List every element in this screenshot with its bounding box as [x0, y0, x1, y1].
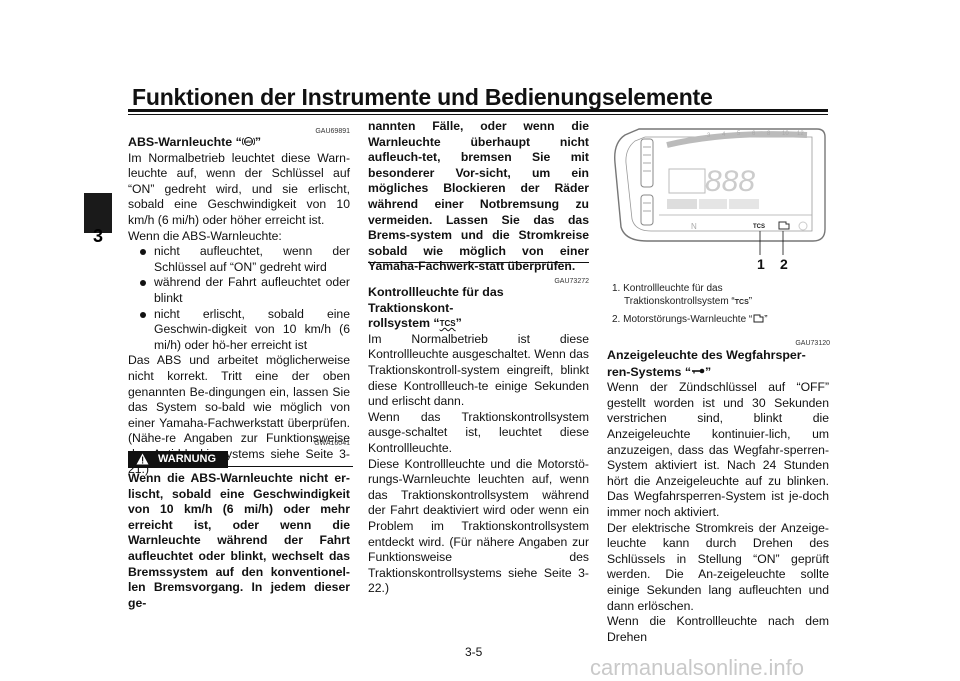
column-2: Kontrollleuchte für das Traktionskont- r… — [368, 285, 589, 597]
list-item: während der Fahrt aufleuchtet oder blink… — [128, 275, 350, 306]
ref-code: GWA16041 — [314, 440, 350, 447]
bullet-icon — [140, 311, 146, 318]
engine-warning-icon — [752, 314, 764, 323]
svg-text:5: 5 — [737, 131, 741, 137]
abs-warning-icon: ABS — [241, 135, 255, 148]
chapter-number: 3 — [92, 226, 103, 246]
ref-code: GAU73120 — [795, 340, 830, 347]
svg-text:6: 6 — [752, 131, 756, 137]
engine-warning-icon — [778, 221, 790, 230]
section-heading-abs: ABS-Warnleuchte “ABS” — [128, 135, 262, 149]
tcs-indicator-icon: TCS — [753, 224, 765, 230]
page-title: Funktionen der Instrumente und Bedienung… — [132, 84, 713, 110]
tcs-icon: TCS — [439, 319, 456, 329]
bullet-icon — [140, 249, 146, 256]
paragraph: Wenn das Traktionskontrollsystem ausge-s… — [368, 409, 589, 455]
paragraph: Diese Kontrollleuchte und die Motorstö-r… — [368, 456, 589, 596]
svg-text:N: N — [691, 222, 697, 231]
list-item: nicht aufleuchtet, wenn der Schlüssel au… — [128, 244, 350, 275]
ref-code: GAU69891 — [315, 128, 350, 135]
warning-label: WARNUNG — [128, 451, 228, 468]
paragraph: Im Normalbetrieb ist diese Kontrollleuch… — [368, 331, 589, 409]
svg-text:4: 4 — [722, 132, 726, 138]
bullet-icon — [140, 280, 146, 287]
figure-caption: 1. Kontrollleuchte für das Traktionskont… — [612, 283, 768, 325]
list-item: nicht erlischt, sobald eine Geschwin-dig… — [128, 307, 350, 354]
warning-rule — [228, 466, 353, 467]
header-rule-thin — [128, 114, 828, 115]
speed-digits: 888 — [705, 165, 755, 198]
svg-text:3: 3 — [707, 133, 711, 139]
warning-text-block: Wenn die ABS-Warnleuchte nicht er-lischt… — [128, 471, 350, 610]
callout-2: 2 — [780, 256, 788, 272]
warning-triangle-icon — [136, 453, 149, 468]
paragraph: Wenn der Zündschlüssel auf “OFF” gestell… — [607, 380, 829, 519]
tcs-icon: TCS — [734, 299, 749, 306]
warning-text-continued: nannten Fälle, oder wenn die Warnleuchte… — [368, 119, 589, 274]
column-3: Anzeigeleuchte des Wegfahrsper- ren-Syst… — [607, 348, 829, 645]
svg-text:8: 8 — [767, 131, 771, 137]
watermark: carmanualsonline.info — [590, 655, 805, 680]
chapter-tab — [84, 193, 112, 233]
instrument-panel-figure: 3 4 5 6 8 10 12 888 N TCS 1 2 — [607, 123, 829, 273]
header-rule — [128, 109, 828, 112]
paragraph: Wenn die ABS-Warnleuchte: — [128, 228, 282, 243]
section-heading-immobilizer: Anzeigeleuchte des Wegfahrsper- ren-Syst… — [607, 348, 806, 379]
paragraph: Im Normalbetrieb leuchtet diese Warn-leu… — [128, 150, 350, 227]
svg-text:ABS: ABS — [244, 139, 253, 144]
page-number: 3-5 — [465, 645, 483, 659]
svg-text:10: 10 — [782, 131, 789, 137]
ref-code: GAU73272 — [554, 278, 589, 285]
callout-1: 1 — [757, 256, 765, 272]
svg-text:12: 12 — [797, 131, 804, 137]
section-heading-tcs: Kontrollleuchte für das Traktionskont- r… — [368, 285, 504, 331]
warning-end-rule — [368, 262, 589, 263]
key-icon — [691, 364, 705, 374]
paragraph: Wenn die Kontrollleuchte nach dem Drehen — [607, 614, 829, 644]
paragraph: Das ABS und arbeitet möglicherweise nich… — [128, 353, 350, 477]
column-1: ABS-Warnleuchte “ABS” Im Normalbetrieb l… — [128, 135, 350, 478]
paragraph: Der elektrische Stromkreis der Anzeige-l… — [607, 520, 829, 613]
